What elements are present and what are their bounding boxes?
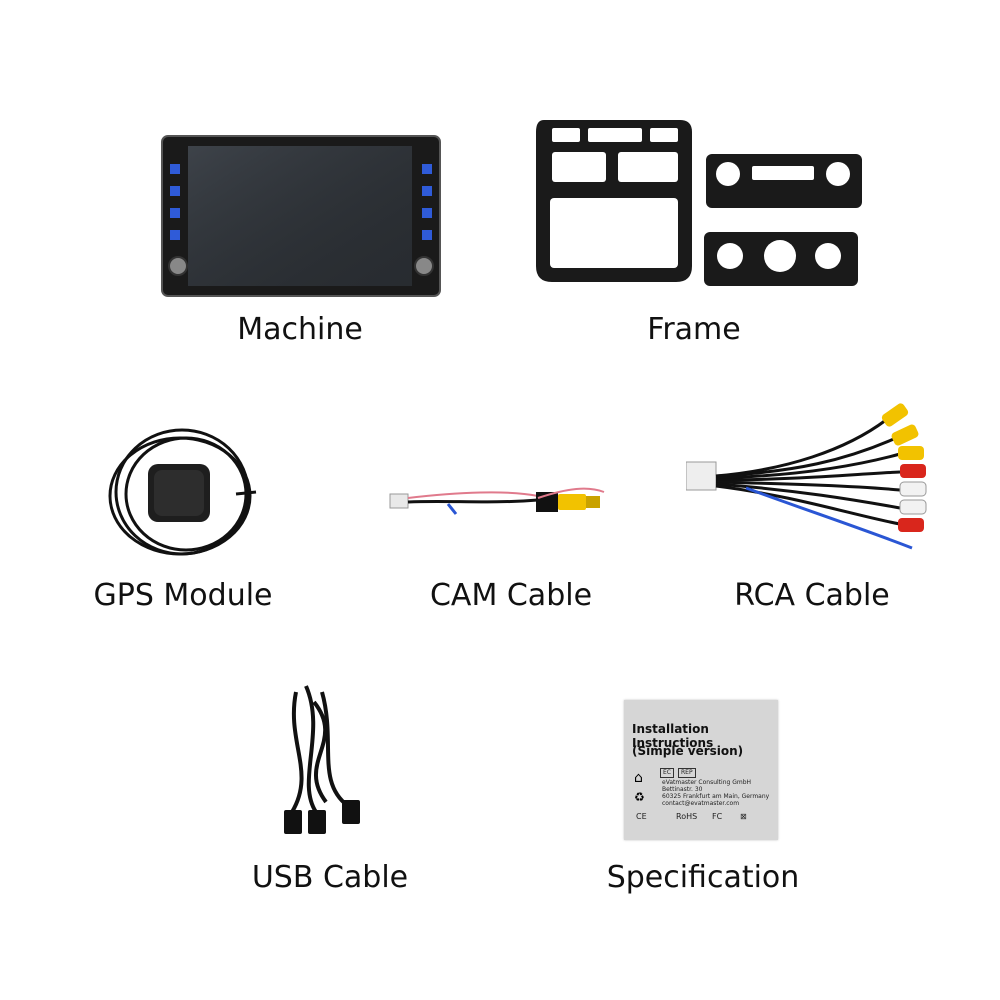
spec-caption: Specification — [606, 860, 800, 895]
machine-caption: Machine — [237, 312, 363, 347]
fc-mark: FC — [712, 812, 723, 821]
email-line: contact@evatmaster.com — [662, 800, 740, 807]
cam-cable-image — [389, 487, 605, 515]
cert-marks: CE RoHS FC ⊠ — [632, 812, 772, 826]
booklet-subtitle: (Simple version) — [632, 744, 744, 758]
instruction-booklet: Installation Instructions (Simple versio… — [624, 700, 778, 840]
head-unit-image — [161, 135, 441, 297]
rep-badge: REP — [678, 768, 696, 778]
ec-badge: EC — [660, 768, 674, 778]
usb-cable-image — [284, 685, 360, 834]
rca-cable-image — [686, 403, 927, 550]
ec-rep-block: EC REP ⌂ ♻ eVatmaster Consulting GmbH Be… — [632, 768, 772, 808]
gps-antenna-image — [108, 428, 257, 556]
street-line: Bettinastr. 30 — [662, 786, 703, 793]
recycle-icon: ♻ — [634, 790, 645, 804]
city-line: 60325 Frankfurt am Main, Germany — [662, 793, 770, 800]
factory-icon: ⌂ — [634, 770, 643, 786]
weee-bin-icon: ⊠ — [740, 812, 747, 821]
gps-caption: GPS Module — [93, 578, 273, 613]
frame-caption: Frame — [647, 312, 741, 347]
ce-mark: CE — [636, 812, 647, 821]
company-line: eVatmaster Consulting GmbH — [662, 779, 752, 786]
rohs-mark: RoHS — [676, 812, 698, 821]
booklet-title: Installation Instructions — [632, 722, 714, 750]
dash-frame-image — [536, 120, 862, 286]
cam-caption: CAM Cable — [429, 578, 593, 613]
usb-caption: USB Cable — [251, 860, 409, 895]
rca-caption: RCA Cable — [734, 578, 890, 613]
